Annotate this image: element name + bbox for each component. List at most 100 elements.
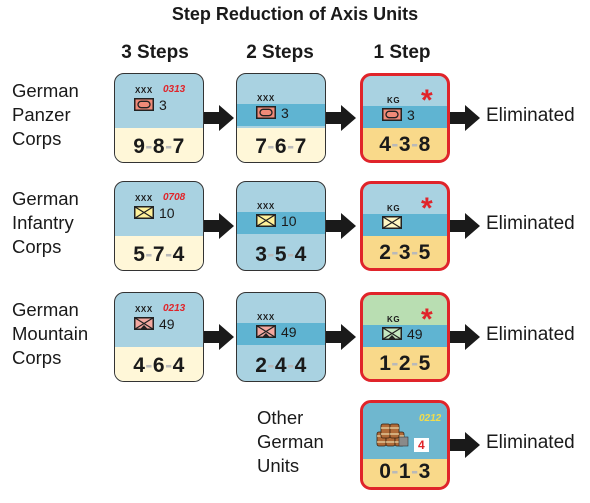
unit-size-marker: KG <box>387 315 401 324</box>
defense-factor: 4 <box>274 354 288 377</box>
stat-separator: - <box>145 354 153 377</box>
stat-separator: - <box>267 354 275 377</box>
reduced-marker-icon: * <box>421 84 433 117</box>
unit-stats: 7-6-7 <box>237 135 325 159</box>
row-label-line: Mountain <box>12 323 89 344</box>
defense-factor: 2 <box>398 352 412 375</box>
unit-counter-1-step[interactable]: KG*2-3-5 <box>360 181 450 271</box>
armor-unit-symbol-icon <box>382 108 402 121</box>
unit-number: 3 <box>159 97 167 113</box>
defense-factor: 6 <box>152 354 166 377</box>
movement-factor: 7 <box>294 135 307 158</box>
stat-band <box>115 128 203 162</box>
mountain-unit-symbol-icon <box>382 327 402 340</box>
movement-factor: 5 <box>418 352 431 375</box>
defense-factor: 6 <box>274 135 288 158</box>
unit-number: 3 <box>281 105 289 121</box>
unit-size-marker: KG <box>387 204 401 213</box>
unit-number-badge: 4 <box>414 438 429 452</box>
reduced-marker-icon: * <box>421 303 433 336</box>
unit-stats: 2-4-4 <box>237 354 325 378</box>
unit-number: 49 <box>407 326 423 342</box>
eliminated-label: Eliminated <box>486 432 575 453</box>
stat-separator: - <box>287 354 295 377</box>
movement-factor: 8 <box>418 133 431 156</box>
step-band <box>363 325 447 347</box>
unit-size-marker: XXX <box>135 86 153 95</box>
defense-factor: 3 <box>398 241 412 264</box>
right-arrow-icon <box>204 324 234 350</box>
step-band <box>363 106 447 128</box>
stat-separator: - <box>391 352 399 375</box>
attack-factor: 2 <box>255 354 268 377</box>
stat-separator: - <box>165 354 173 377</box>
unit-size-marker: XXX <box>257 202 275 211</box>
right-arrow-icon <box>326 213 356 239</box>
reduced-marker-icon: * <box>421 192 433 225</box>
infantry-unit-symbol-icon <box>134 206 154 219</box>
mountain-unit-symbol-icon <box>134 317 154 330</box>
attack-factor: 4 <box>133 354 146 377</box>
eliminated-label: Eliminated <box>486 213 575 234</box>
counter-background <box>363 403 447 459</box>
attack-factor: 7 <box>255 135 268 158</box>
row-label-line: German <box>12 188 79 209</box>
unit-number: 49 <box>159 316 175 332</box>
column-header-1-step: 1 Step <box>373 42 431 63</box>
unit-number: 49 <box>281 324 297 340</box>
attack-factor: 3 <box>255 243 268 266</box>
unit-stats: 5-7-4 <box>115 243 203 267</box>
right-arrow-icon <box>326 324 356 350</box>
defense-factor: 3 <box>398 133 412 156</box>
stat-separator: - <box>391 241 399 264</box>
infantry-unit-symbol-icon <box>256 214 276 227</box>
unit-code: 0313 <box>163 84 186 95</box>
defense-factor: 7 <box>152 243 166 266</box>
row-label-line: Corps <box>12 128 62 149</box>
stat-separator: - <box>411 460 419 483</box>
stat-separator: - <box>145 135 153 158</box>
stat-band <box>363 234 447 268</box>
armor-unit-symbol-icon <box>256 106 276 119</box>
eliminated-label: Eliminated <box>486 105 575 126</box>
unit-size-marker: XXX <box>135 194 153 203</box>
row-label-line: Infantry <box>12 212 74 233</box>
attack-factor: 0 <box>379 460 392 483</box>
row-label-line: Units <box>257 455 300 476</box>
stat-separator: - <box>267 135 275 158</box>
right-arrow-icon <box>326 105 356 131</box>
supply-barrels-icon <box>376 423 409 447</box>
stat-separator: - <box>165 243 173 266</box>
right-arrow-icon <box>450 324 480 350</box>
defense-factor: 8 <box>152 135 166 158</box>
stat-separator: - <box>287 243 295 266</box>
stat-separator: - <box>287 135 295 158</box>
movement-factor: 4 <box>294 243 307 266</box>
stat-separator: - <box>411 241 419 264</box>
movement-factor: 4 <box>172 354 185 377</box>
row-label-line: Panzer <box>12 104 71 125</box>
row-label-line: German <box>12 299 79 320</box>
unit-stats: 4-6-4 <box>115 354 203 378</box>
stat-band <box>363 126 447 160</box>
stat-band <box>115 347 203 381</box>
row-label-line: Other <box>257 407 304 428</box>
right-arrow-icon <box>204 213 234 239</box>
movement-factor: 4 <box>294 354 307 377</box>
unit-code: 0212 <box>419 413 442 424</box>
stat-band <box>363 345 447 379</box>
stat-band <box>115 236 203 270</box>
movement-factor: 3 <box>418 460 431 483</box>
stat-separator: - <box>411 133 419 156</box>
movement-factor: 5 <box>418 241 431 264</box>
